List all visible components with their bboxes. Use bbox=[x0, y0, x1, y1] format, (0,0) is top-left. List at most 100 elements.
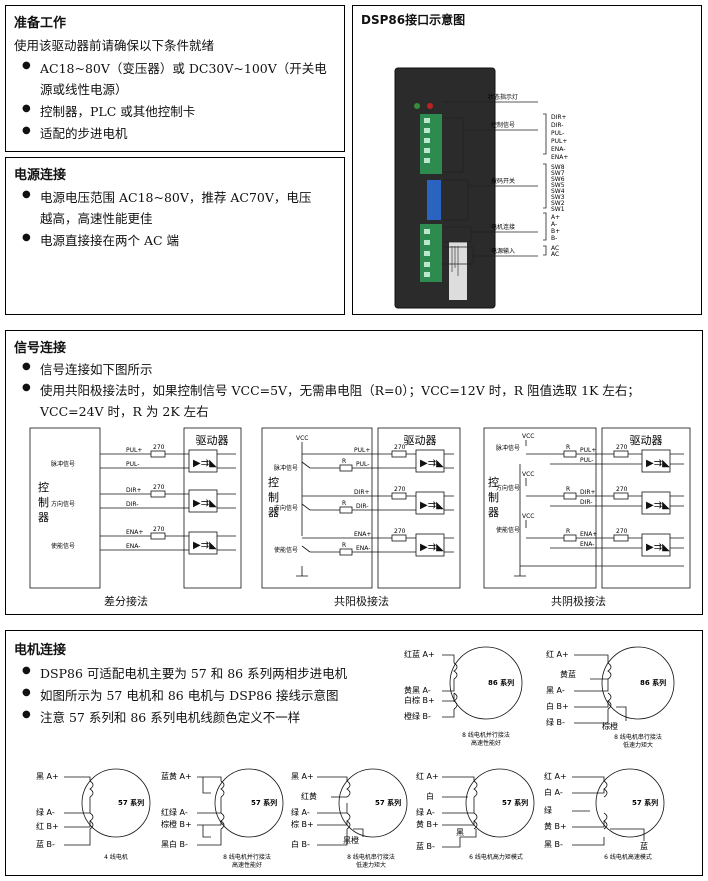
driver-body bbox=[395, 68, 495, 308]
motor-57c-caption-2: 低速力矩大 bbox=[356, 861, 386, 869]
signal-box: 信号连接 信号连接如下图所示 使用共阳极接法时，如果控制信号 VCC=5V，无需… bbox=[5, 330, 703, 615]
pin-ac-2: AC bbox=[551, 251, 559, 258]
controller-char-1: 控 bbox=[38, 480, 49, 494]
controller-char-2: 制 bbox=[488, 491, 499, 504]
motor-57d-series: 57 系列 bbox=[502, 798, 528, 807]
motor-86-parallel: 红蓝 A+ 黄黑 A- 白棕 B+ 橙绿 B- 86 系列 8 线电机并行接法 … bbox=[404, 646, 523, 747]
motor-57c-caption-1: 8 线电机串行接法 bbox=[347, 853, 395, 861]
motor-57e-mid: 绿 bbox=[544, 806, 552, 815]
prep-title: 准备工作 bbox=[14, 16, 67, 31]
pin-ena-minus: ENA- bbox=[356, 545, 370, 552]
pin-sw4: SW4 bbox=[551, 188, 565, 195]
motor-86-serial: 红 A+ 黄蓝 黑 A- 白 B+ 棕橙 绿 B- 86 系列 8 线电机串行接… bbox=[546, 646, 675, 749]
pin-dir-minus: DIR- bbox=[580, 499, 592, 506]
caption-common-anode: 共阳极接法 bbox=[334, 595, 389, 608]
motor-57c-mid2: 黑橙 bbox=[343, 835, 359, 845]
res-2: 270 bbox=[394, 486, 406, 493]
interface-diagram: 状态指示灯 控制信号 拨码开关 电机连接 电源输入 DIR+ DIR- PUL-… bbox=[394, 67, 568, 309]
motor-86b-b-plus: 白 B+ bbox=[546, 701, 569, 711]
optocoupler-icon: ▶⇉◣ bbox=[646, 458, 670, 469]
sig-ena: 使能信号 bbox=[496, 526, 520, 534]
prep-box: 准备工作 使用该驱动器前请确保以下条件就绪 AC18~80V（变压器）或 DC3… bbox=[5, 5, 345, 152]
motor-57a-series: 57 系列 bbox=[118, 798, 144, 807]
pin-pul-plus: PUL+ bbox=[354, 447, 370, 454]
motor-57a-a-minus: 绿 A- bbox=[36, 808, 55, 817]
vcc-label: VCC bbox=[522, 513, 534, 520]
motor-57-4wire: 黑 A+ 绿 A- 红 B+ 蓝 B- 57 系列 4 线电机 bbox=[36, 768, 151, 861]
r-1: R bbox=[342, 458, 346, 465]
optocoupler-icon: ▶⇉◣ bbox=[646, 500, 670, 511]
motor-57e-a-minus: 白 A- bbox=[544, 787, 563, 797]
controller-char-2: 制 bbox=[268, 491, 279, 504]
pin-pul-plus: PUL+ bbox=[126, 447, 142, 454]
sig-pulse: 脉冲信号 bbox=[51, 460, 75, 468]
driver-label: 驱动器 bbox=[196, 434, 229, 447]
motor-57a-a-plus: 黑 A+ bbox=[36, 772, 59, 781]
motor-57d-b-plus: 黄 B+ bbox=[416, 819, 439, 829]
signal-item-1: 信号连接如下图所示 bbox=[22, 359, 152, 378]
vcc-label: VCC bbox=[296, 435, 308, 442]
pin-pul-minus: PUL- bbox=[356, 461, 369, 468]
motor-57c-b-minus: 白 B- bbox=[291, 839, 310, 849]
motor-57c-b-plus: 棕 B+ bbox=[291, 819, 314, 829]
motor-57-6wire-speed: 红 A+ 白 A- 绿 黄 B+ 蓝 黑 B- 57 系列 6 线电机高速模式 bbox=[544, 768, 665, 861]
r-3: R bbox=[566, 528, 570, 535]
motor-57d-a-plus: 红 A+ bbox=[416, 771, 439, 781]
motor-57b-a-minus: 红绿 A- bbox=[161, 807, 188, 817]
group-motor: 电机连接 bbox=[491, 223, 515, 231]
optocoupler-icon: ▶⇉◣ bbox=[646, 542, 670, 553]
pin-pul-minus: PUL- bbox=[551, 130, 564, 137]
optocoupler-icon: ▶⇉◣ bbox=[420, 458, 444, 469]
controller-char-3: 器 bbox=[38, 511, 49, 524]
prep-item-3: 适配的步进电机 bbox=[22, 123, 127, 142]
motor-86a-caption-2: 高速性能好 bbox=[471, 739, 501, 747]
motor-item-2: 如图所示为 57 电机和 86 电机与 DSP86 接线示意图 bbox=[22, 685, 339, 704]
sig-dir: 方向信号 bbox=[274, 504, 298, 512]
motor-57d-a-minus: 绿 A- bbox=[416, 808, 435, 817]
prep-item-1: AC18~80V（变压器）或 DC30V~100V（开关电 bbox=[22, 58, 327, 77]
motor-86b-caption-2: 低速力矩大 bbox=[623, 741, 653, 749]
optocoupler-icon: ▶⇉◣ bbox=[193, 458, 217, 469]
driver-label: 驱动器 bbox=[404, 434, 437, 447]
pin-pul-plus: PUL+ bbox=[580, 447, 596, 454]
motor-57d-mid: 白 bbox=[426, 791, 434, 801]
interface-box: DSP86接口示意图 bbox=[352, 5, 702, 315]
pin-pul-minus: PUL- bbox=[126, 461, 139, 468]
sig-dir: 方向信号 bbox=[496, 484, 520, 492]
motor-86a-caption-1: 8 线电机并行接法 bbox=[462, 731, 510, 739]
pin-ena-plus: ENA+ bbox=[580, 531, 597, 538]
sig-dir: 方向信号 bbox=[51, 500, 75, 508]
caption-differential: 差分接法 bbox=[104, 595, 148, 608]
motor-57d-b-minus: 蓝 B- bbox=[416, 841, 435, 851]
motor-57c-a-minus: 绿 A- bbox=[291, 808, 310, 817]
pin-sw2: SW2 bbox=[551, 200, 565, 207]
pin-b-plus: B+ bbox=[551, 228, 560, 235]
motor-57d-mid2: 黑 bbox=[456, 828, 464, 837]
pin-sw5: SW5 bbox=[551, 182, 565, 189]
motor-86a-a-minus: 黄黑 A- bbox=[404, 685, 431, 695]
motor-86a-b-minus: 橙绿 B- bbox=[404, 711, 431, 721]
motor-86b-a-plus: 红 A+ bbox=[546, 649, 569, 659]
pin-sw7: SW7 bbox=[551, 170, 565, 177]
prep-intro: 使用该驱动器前请确保以下条件就绪 bbox=[14, 38, 215, 53]
motor-57c-series: 57 系列 bbox=[375, 798, 401, 807]
motor-title: 电机连接 bbox=[14, 643, 67, 658]
pin-dir-plus: DIR+ bbox=[126, 487, 142, 494]
motor-57b-b-minus: 黑白 B- bbox=[161, 839, 188, 849]
motor-86b-b-minus: 绿 B- bbox=[546, 718, 565, 727]
motor-57b-a-plus: 蓝黄 A+ bbox=[161, 771, 192, 781]
pin-dir-minus: DIR- bbox=[126, 501, 138, 508]
pin-ena-plus: ENA+ bbox=[354, 531, 371, 538]
optocoupler-icon: ▶⇉◣ bbox=[420, 500, 444, 511]
optocoupler-icon: ▶⇉◣ bbox=[193, 498, 217, 509]
pin-ena-minus: ENA- bbox=[126, 543, 140, 550]
motor-item-1: DSP86 可适配电机主要为 57 和 86 系列两相步进电机 bbox=[22, 663, 347, 682]
motor-57b-caption-1: 8 线电机并行接法 bbox=[223, 853, 271, 861]
controller-char-2: 制 bbox=[38, 496, 49, 509]
controller-char-3: 器 bbox=[268, 506, 279, 519]
pin-dir-plus: DIR+ bbox=[354, 489, 370, 496]
pin-ena-plus: ENA+ bbox=[551, 154, 568, 161]
diagram-common-cathode: 驱动器 控 制 器 VCC VCC VCC 脉冲信号 方向信号 使能信号 R R bbox=[483, 427, 691, 589]
prep-item-1-cont: 源或线性电源） bbox=[40, 82, 128, 97]
motor-57c-a-plus: 黑 A+ bbox=[291, 772, 314, 781]
